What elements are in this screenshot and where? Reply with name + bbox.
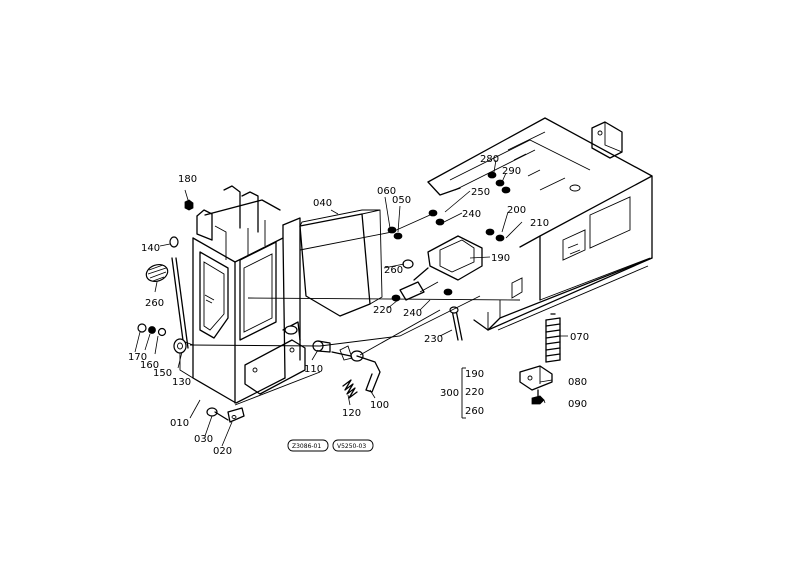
callout-120: 120 <box>342 408 361 419</box>
callout-170: 170 <box>128 352 147 363</box>
washer-stack <box>137 323 167 337</box>
bolt-180 <box>184 199 194 211</box>
spring-bracket <box>519 365 553 391</box>
callout-150: 150 <box>153 368 172 379</box>
callout-080: 080 <box>568 377 587 388</box>
callout-280: 280 <box>480 154 499 165</box>
stamp-text-2: V5250-03 <box>337 443 366 450</box>
small-fasteners <box>387 153 541 296</box>
callout-220: 220 <box>373 305 392 316</box>
stamp-frame-1 <box>287 439 329 452</box>
callout-020: 020 <box>213 446 232 457</box>
stamp-frame-2 <box>332 439 374 452</box>
linkage-assembly <box>391 235 483 302</box>
assembly-item-260: 260 <box>465 406 484 417</box>
callout-290: 290 <box>502 166 521 177</box>
assembly-label-300: 300 <box>440 388 459 399</box>
pedestal-bracket <box>179 185 301 404</box>
callout-210: 210 <box>530 218 549 229</box>
lever-plate <box>244 321 306 395</box>
lever-arm <box>331 345 381 393</box>
callout-110: 110 <box>304 364 323 375</box>
rod-230 <box>449 306 463 341</box>
callout-240-lower: 240 <box>403 308 422 319</box>
callout-050: 050 <box>392 195 411 206</box>
callout-070: 070 <box>570 332 589 343</box>
callout-180: 180 <box>178 174 197 185</box>
bolt-090 <box>531 389 545 405</box>
callout-140: 140 <box>141 243 160 254</box>
leader-lines <box>134 159 568 447</box>
callout-230: 230 <box>424 334 443 345</box>
bushing-110 <box>312 340 331 353</box>
callout-060: 060 <box>377 186 396 197</box>
cover-plate <box>299 209 383 317</box>
bolts-bottom <box>206 407 245 423</box>
alignment-lines <box>189 214 521 406</box>
callout-160: 160 <box>140 360 159 371</box>
spring-070 <box>545 313 561 363</box>
assembly-item-190: 190 <box>465 369 484 380</box>
callout-240-upper: 240 <box>462 209 481 220</box>
main-housing <box>427 117 653 331</box>
reference-stamps: Z3086-01 V5250-03 <box>287 439 374 452</box>
callout-010: 010 <box>170 418 189 429</box>
callout-040: 040 <box>313 198 332 209</box>
callout-030: 030 <box>194 434 213 445</box>
assembly-item-220: 220 <box>465 387 484 398</box>
callout-200: 200 <box>507 205 526 216</box>
callout-100: 100 <box>370 400 389 411</box>
callout-260: 260 <box>384 265 403 276</box>
callout-labels: 180 140 260 170 160 150 130 010 030 020 … <box>128 154 589 457</box>
pedal-pad <box>145 263 169 283</box>
callout-270: 260 <box>145 298 164 309</box>
callout-190: 190 <box>491 253 510 264</box>
spring-120 <box>342 379 358 399</box>
stamp-text-1: Z3086-01 <box>292 443 321 450</box>
lever-rod <box>169 236 189 354</box>
callout-250: 250 <box>471 187 490 198</box>
callout-090: 090 <box>568 399 587 410</box>
callout-130: 130 <box>172 377 191 388</box>
